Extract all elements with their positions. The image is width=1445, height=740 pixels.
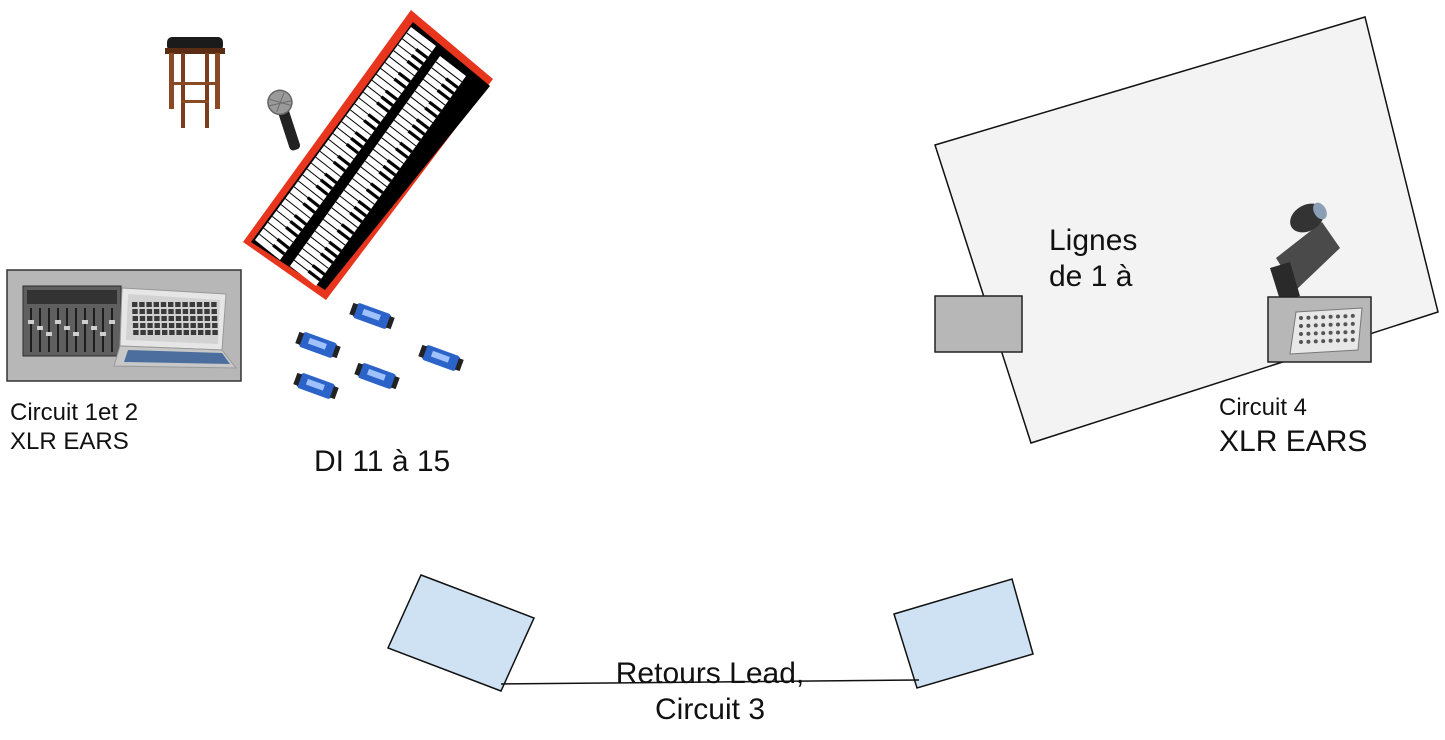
riser-platform xyxy=(934,16,1439,444)
label-di-text: DI 11 à 15 xyxy=(314,445,451,478)
wedge-link-line xyxy=(500,679,920,685)
label-retours: Retours Lead, Circuit 3 xyxy=(560,656,860,728)
label-circuit-1-2-line2: XLR EARS xyxy=(10,428,129,455)
di-boxes-group xyxy=(293,302,464,400)
di-box-icon xyxy=(293,372,339,400)
label-circuit-4: Circuit 4 XLR EARS xyxy=(1219,393,1367,453)
label-lignes: Lignes de 1 à xyxy=(1049,223,1137,295)
di-box-icon xyxy=(418,344,464,372)
label-lignes-line2: de 1 à xyxy=(1049,260,1133,293)
instrument-microphone-icon xyxy=(1270,202,1340,300)
bar-stool-icon xyxy=(165,37,225,128)
small-mixer-icon xyxy=(1289,307,1363,355)
microphone-icon xyxy=(267,89,301,151)
label-lignes-line1: Lignes xyxy=(1049,224,1138,257)
label-retours-line2: Circuit 3 xyxy=(654,693,766,726)
di-box-icon xyxy=(295,331,341,359)
laptop-icon xyxy=(113,287,238,369)
label-di: DI 11 à 15 xyxy=(314,444,450,480)
wedge-monitor-right xyxy=(893,578,1034,689)
di-box-icon xyxy=(349,302,395,330)
stage-box xyxy=(934,295,1023,353)
label-circuit-4-line1: Circuit 4 xyxy=(1219,394,1308,421)
di-box-icon xyxy=(354,362,400,390)
mixer-laptop-table xyxy=(6,269,242,382)
label-circuit-4-line2: XLR EARS xyxy=(1219,425,1368,453)
digital-mixer-icon xyxy=(22,285,122,357)
wedge-monitor-left xyxy=(386,574,536,692)
label-retours-line1: Retours Lead, xyxy=(615,657,805,690)
keyboard-icon xyxy=(243,10,493,300)
label-circuit-1-2: Circuit 1et 2 XLR EARS xyxy=(10,398,138,456)
label-circuit-1-2-line1: Circuit 1et 2 xyxy=(10,399,139,426)
